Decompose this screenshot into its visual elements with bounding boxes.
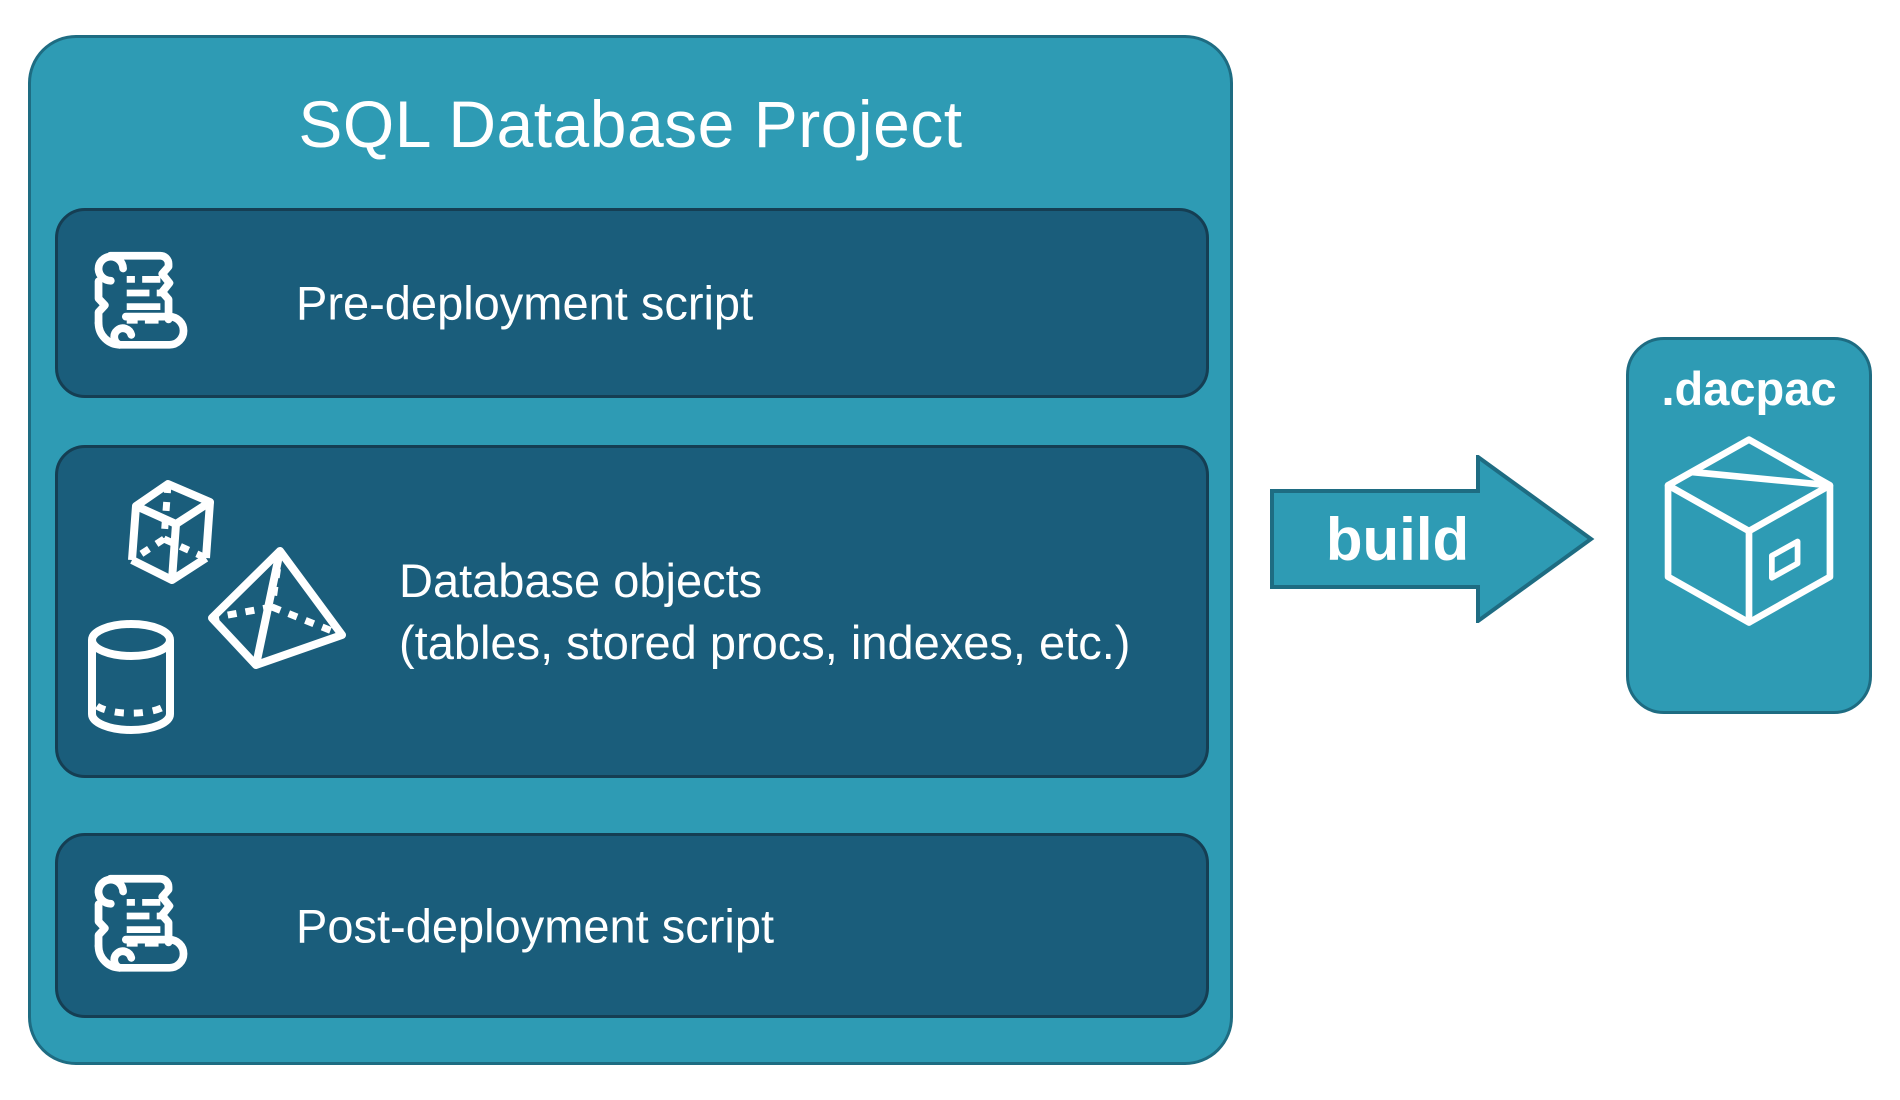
scroll-icon xyxy=(84,243,204,363)
right-arrow-icon xyxy=(1270,455,1595,623)
database-objects-label-line1: Database objects xyxy=(399,553,763,607)
pre-deployment-script-box: Pre-deployment script xyxy=(55,208,1209,398)
cylinder-icon xyxy=(84,618,178,736)
project-title: SQL Database Project xyxy=(298,87,963,161)
dacpac-output-box: .dacpac xyxy=(1626,337,1872,714)
database-objects-label-line2: (tables, stored procs, indexes, etc.) xyxy=(399,615,1131,669)
post-deployment-script-label: Post-deployment script xyxy=(296,899,775,952)
build-label: build xyxy=(1325,505,1470,573)
package-icon xyxy=(1658,432,1840,632)
database-objects-label: Database objects (tables, stored procs, … xyxy=(399,550,1130,674)
dacpac-label: .dacpac xyxy=(1661,362,1837,415)
sql-database-project-container: SQL Database Project Pre-deployment scri… xyxy=(28,35,1233,1065)
build-arrow: build xyxy=(1270,455,1595,623)
pre-deployment-script-label: Pre-deployment script xyxy=(296,276,754,330)
pyramid-icon xyxy=(206,543,348,673)
database-objects-box: Database objects (tables, stored procs, … xyxy=(55,445,1209,778)
post-deployment-script-box: Post-deployment script xyxy=(55,833,1209,1018)
scroll-icon xyxy=(84,866,204,986)
